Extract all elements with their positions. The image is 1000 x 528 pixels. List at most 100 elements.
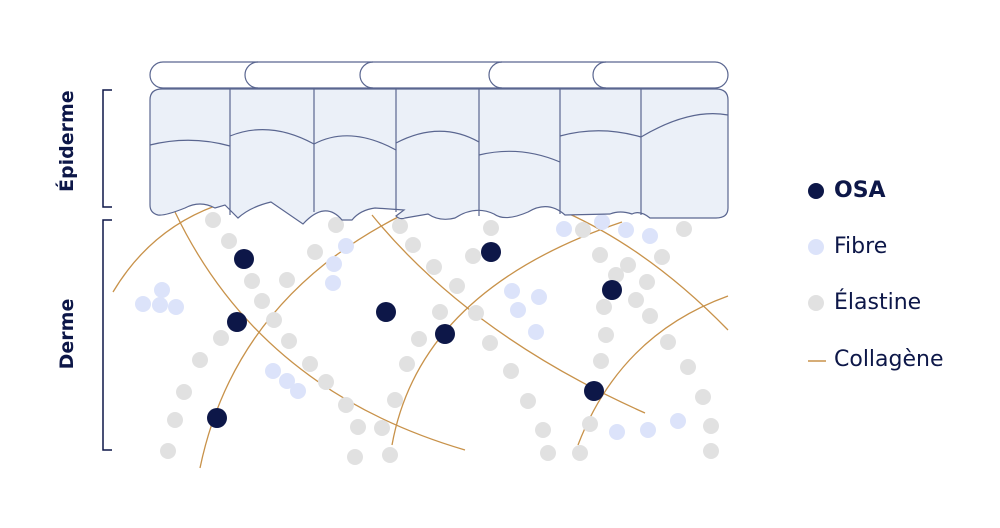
fibre-dot bbox=[528, 324, 544, 340]
cell-borders bbox=[149, 89, 729, 216]
elastine-dot bbox=[426, 259, 442, 275]
elastine-dot bbox=[582, 416, 598, 432]
elastine-dot bbox=[596, 299, 612, 315]
elastine-dot bbox=[405, 237, 421, 253]
dots-layer bbox=[135, 212, 719, 465]
elastine-dot bbox=[350, 419, 366, 435]
epidermis bbox=[149, 61, 729, 225]
fibre-dot bbox=[290, 383, 306, 399]
elastine-dot bbox=[695, 389, 711, 405]
fibre-dot bbox=[640, 422, 656, 438]
elastine-dot bbox=[399, 356, 415, 372]
fibre-dot bbox=[265, 363, 281, 379]
legend-elastine-label: Élastine bbox=[834, 290, 922, 315]
elastine-dot bbox=[328, 217, 344, 233]
elastine-dot bbox=[628, 292, 644, 308]
fibre-dot bbox=[326, 256, 342, 272]
elastine-dot bbox=[483, 220, 499, 236]
corneum-cell bbox=[149, 61, 729, 89]
fibre-dot bbox=[168, 299, 184, 315]
fibre-dot bbox=[510, 302, 526, 318]
elastine-dot bbox=[465, 248, 481, 264]
osa-dot bbox=[234, 249, 254, 269]
elastine-dot bbox=[642, 308, 658, 324]
legend-elastine-icon bbox=[808, 295, 824, 311]
fibre-dot bbox=[504, 283, 520, 299]
elastine-dot bbox=[160, 443, 176, 459]
elastine-dot bbox=[176, 384, 192, 400]
epidermis-label: Épiderme bbox=[56, 90, 78, 192]
elastine-dot bbox=[703, 418, 719, 434]
elastine-dot bbox=[660, 334, 676, 350]
elastine-dot bbox=[432, 304, 448, 320]
elastine-dot bbox=[592, 247, 608, 263]
elastine-dot bbox=[575, 222, 591, 238]
epidermis-cells bbox=[149, 88, 729, 225]
elastine-dot bbox=[598, 327, 614, 343]
fibre-dot bbox=[152, 297, 168, 313]
fibre-dot bbox=[618, 222, 634, 238]
elastine-dot bbox=[279, 272, 295, 288]
elastine-dot bbox=[213, 330, 229, 346]
elastine-dot bbox=[382, 447, 398, 463]
fibre-dot bbox=[642, 228, 658, 244]
osa-dot bbox=[584, 381, 604, 401]
elastine-dot bbox=[676, 221, 692, 237]
elastine-dot bbox=[639, 274, 655, 290]
fibre-dot bbox=[594, 214, 610, 230]
elastine-dot bbox=[503, 363, 519, 379]
fibre-dot bbox=[670, 413, 686, 429]
elastine-dot bbox=[302, 356, 318, 372]
osa-dot bbox=[376, 302, 396, 322]
elastine-dot bbox=[192, 352, 208, 368]
elastine-dot bbox=[608, 267, 624, 283]
legend-collagen-label: Collagène bbox=[834, 347, 944, 372]
fibre-dot bbox=[135, 296, 151, 312]
fibre-dot bbox=[325, 275, 341, 291]
elastine-dot bbox=[540, 445, 556, 461]
elastine-dot bbox=[620, 257, 636, 273]
elastine-dot bbox=[307, 244, 323, 260]
brackets bbox=[102, 89, 112, 451]
collagen-line bbox=[112, 205, 216, 293]
osa-dot bbox=[207, 408, 227, 428]
elastine-dot bbox=[572, 445, 588, 461]
elastine-dot bbox=[318, 374, 334, 390]
collagen-line bbox=[391, 221, 623, 446]
elastine-dot bbox=[244, 273, 260, 289]
elastine-dot bbox=[520, 393, 536, 409]
osa-dot bbox=[227, 312, 247, 332]
elastine-dot bbox=[374, 420, 390, 436]
elastine-dot bbox=[468, 305, 484, 321]
collagen-line bbox=[199, 215, 401, 469]
elastine-dot bbox=[221, 233, 237, 249]
elastine-dot bbox=[654, 249, 670, 265]
collagen-line bbox=[564, 211, 729, 331]
elastine-dot bbox=[593, 353, 609, 369]
fibre-dot bbox=[338, 238, 354, 254]
elastine-dot bbox=[205, 212, 221, 228]
fibre-dot bbox=[154, 282, 170, 298]
elastine-dot bbox=[482, 335, 498, 351]
fibre-dot bbox=[556, 221, 572, 237]
fibre-dot bbox=[279, 373, 295, 389]
elastine-dot bbox=[535, 422, 551, 438]
fibre-dot bbox=[531, 289, 547, 305]
elastine-dot bbox=[392, 218, 408, 234]
legend-osa-icon bbox=[808, 183, 824, 199]
elastine-dot bbox=[703, 443, 719, 459]
elastine-dot bbox=[347, 449, 363, 465]
legend-markers bbox=[808, 183, 826, 362]
elastine-dot bbox=[387, 392, 403, 408]
stratum-corneum bbox=[149, 61, 729, 89]
osa-dot bbox=[602, 280, 622, 300]
elastine-dot bbox=[167, 412, 183, 428]
fibre-dot bbox=[609, 424, 625, 440]
collagen-line bbox=[174, 211, 466, 451]
elastine-dot bbox=[254, 293, 270, 309]
dermis-bracket bbox=[102, 219, 112, 451]
elastine-dot bbox=[411, 331, 427, 347]
elastine-dot bbox=[449, 278, 465, 294]
